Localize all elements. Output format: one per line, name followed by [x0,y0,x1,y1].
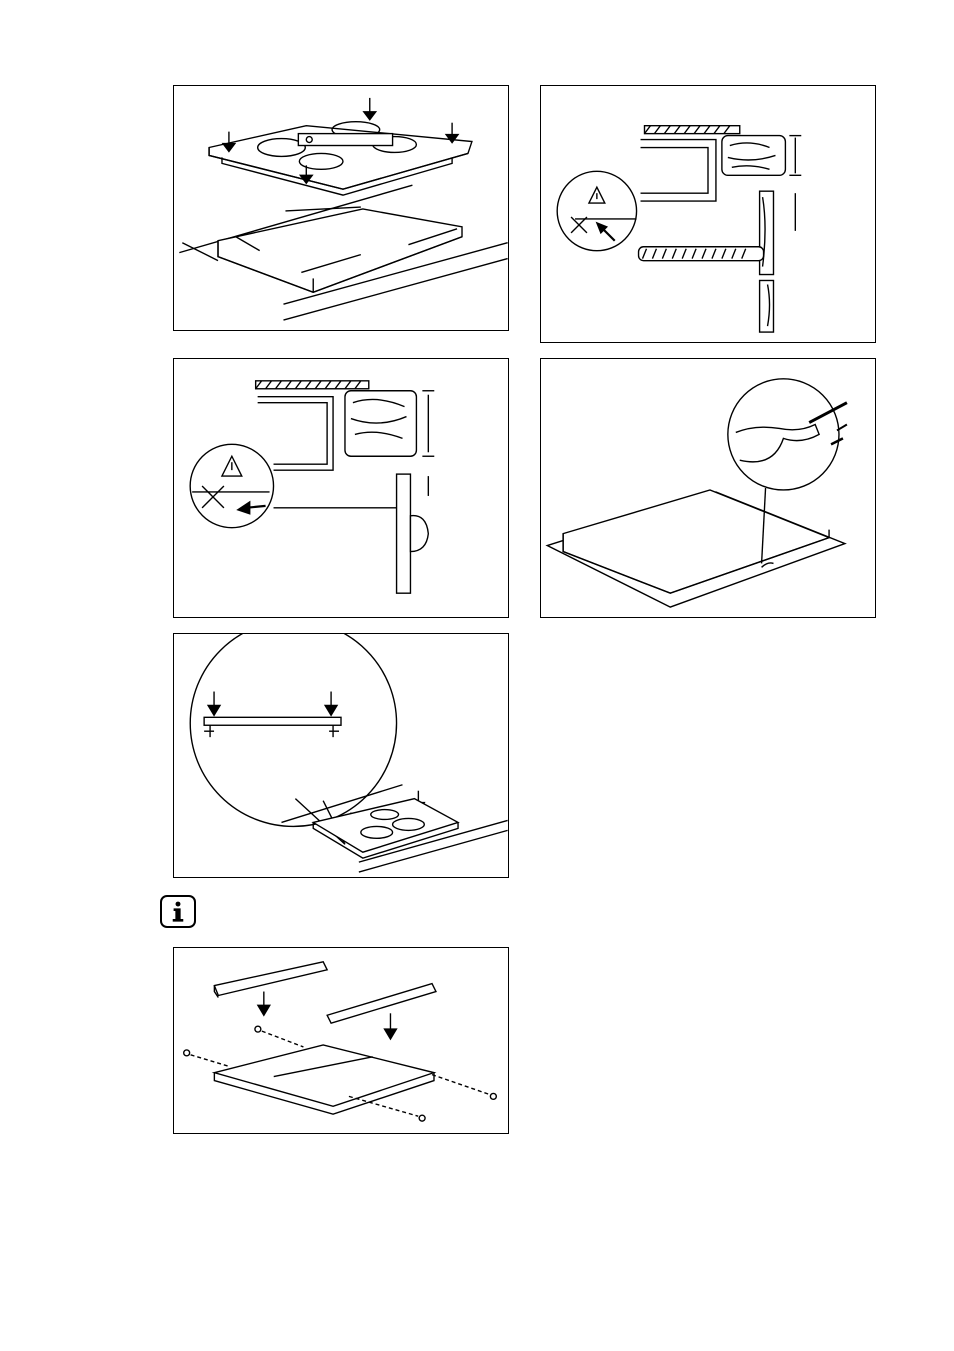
information-icon [160,895,196,928]
figure-protection-box [173,947,509,1134]
figure-hob-insertion [173,633,509,878]
figure-worktop-clearance [540,85,876,343]
figure-sealing-strip [540,358,876,618]
figure-hob-mounting [173,85,509,331]
figure-drawer-clearance [173,358,509,618]
